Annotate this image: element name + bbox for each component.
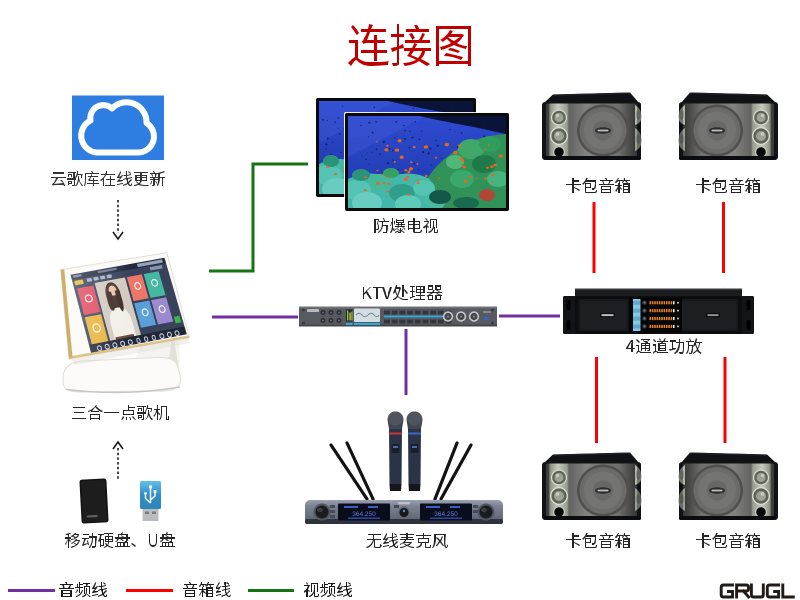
svg-text:364.250: 364.250	[352, 511, 376, 518]
svg-text:364.250: 364.250	[434, 511, 458, 518]
